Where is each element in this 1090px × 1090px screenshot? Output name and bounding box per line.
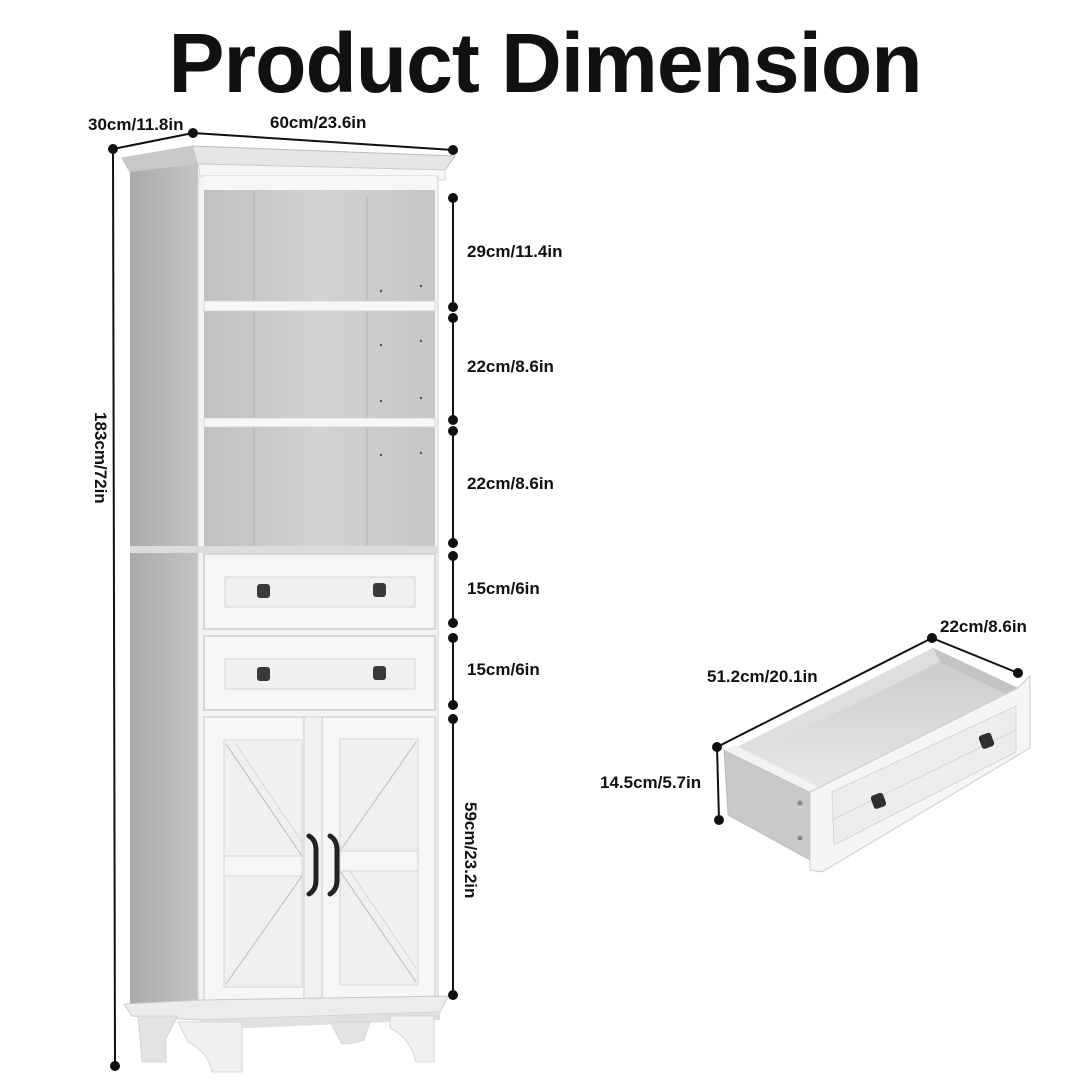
section-label-middle-shelf: 22cm/8.6in (467, 357, 554, 376)
cabinet-depth-label: 30cm/11.8in (88, 115, 184, 134)
drawer-knob-icon (978, 732, 995, 749)
cabinet (121, 145, 456, 1073)
door-handle-icon (327, 833, 340, 897)
cabinet-dimension-lines (108, 128, 458, 1071)
cabinet-doors (203, 716, 436, 1001)
page-title: Product Dimension (168, 16, 922, 110)
drawer-illustration (723, 648, 1031, 873)
drawer-width-label: 22cm/8.6in (940, 617, 1027, 636)
drawer-length-label: 51.2cm/20.1in (707, 667, 818, 686)
drawer-height-label: 14.5cm/5.7in (600, 773, 702, 792)
cabinet-height-label: 183cm/72in (91, 412, 110, 504)
section-label-upper-drawer: 15cm/6in (467, 579, 540, 598)
drawer-knob-icon (870, 792, 887, 809)
lower-drawer-front (203, 635, 436, 711)
section-label-lower-drawer: 15cm/6in (467, 660, 540, 679)
section-label-door-cabinet: 59cm/23.2in (461, 802, 480, 899)
drawer-dimension-lines (712, 633, 1023, 825)
section-label-top-shelf: 29cm/11.4in (467, 242, 563, 261)
door-handle-icon (306, 833, 319, 897)
drawer-knob-icon (373, 666, 386, 680)
section-label-lower-shelf: 22cm/8.6in (467, 474, 554, 493)
drawer-knob-icon (373, 583, 386, 597)
drawer-knob-icon (257, 667, 270, 681)
upper-drawer-front (203, 553, 436, 630)
drawer-knob-icon (257, 584, 270, 598)
cabinet-width-label: 60cm/23.6in (270, 113, 367, 132)
